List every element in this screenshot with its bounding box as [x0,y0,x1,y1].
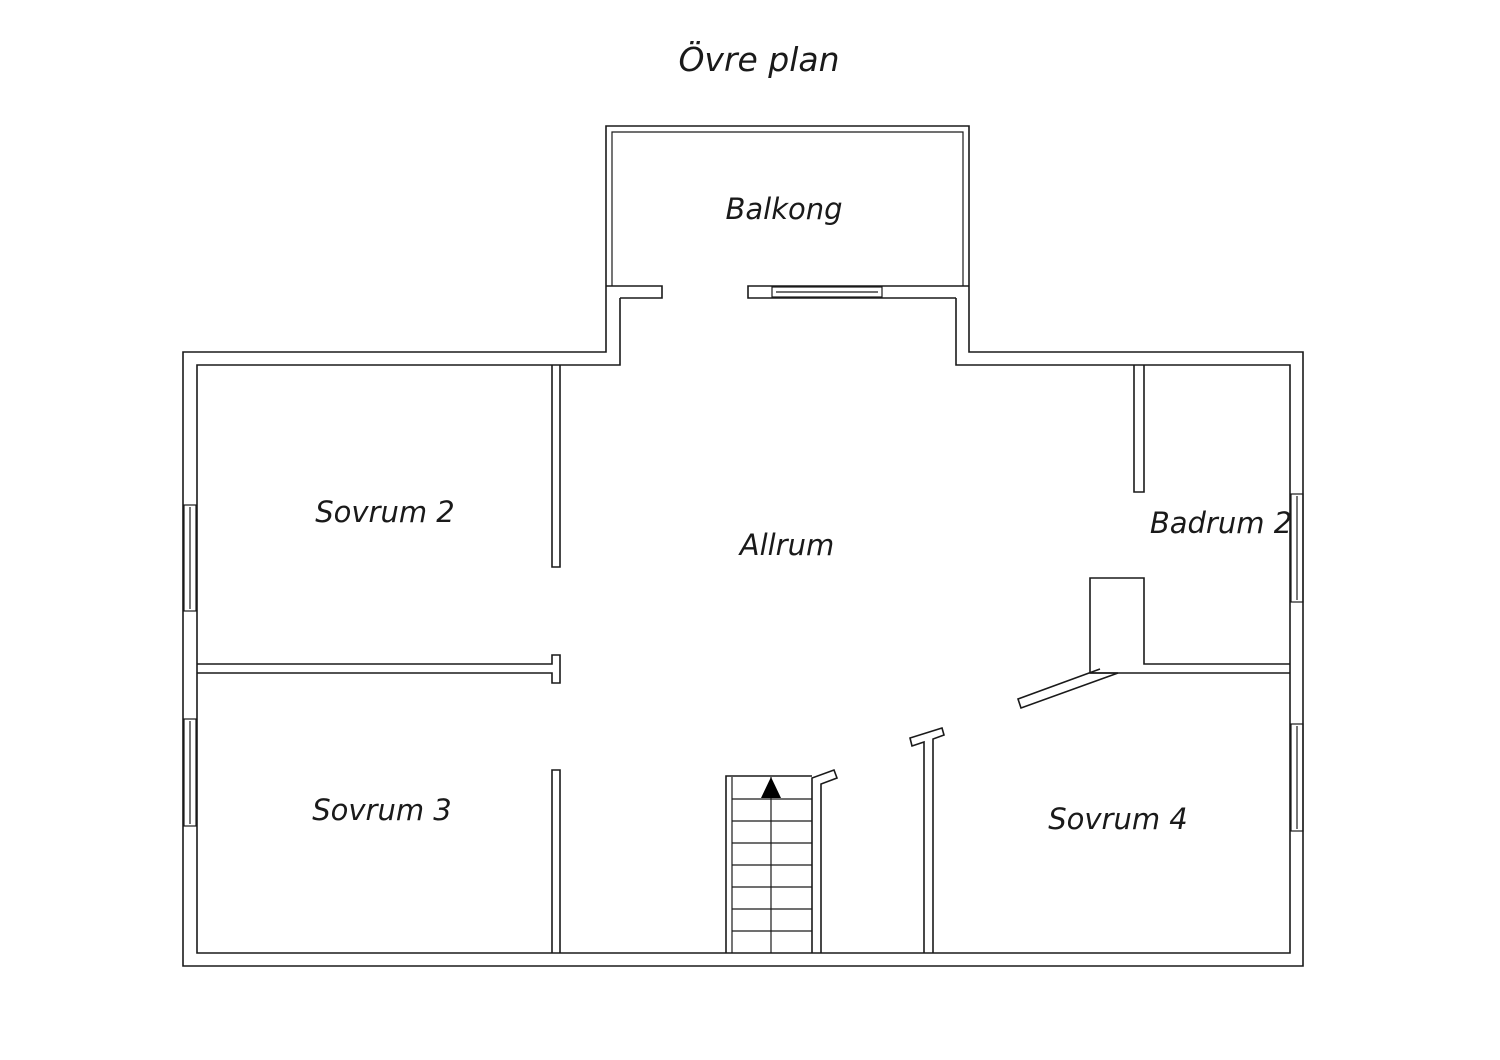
balcony-door [771,286,883,298]
room-label-bedroom-2: Sovrum 2 [315,495,455,529]
window-bedroom-4 [1290,723,1304,832]
staircase [725,775,812,953]
stair-direction-arrow-icon [761,777,781,798]
room-label-balcony: Balkong [725,192,842,226]
window-bedroom-3 [183,718,197,827]
room-label-bedroom-3: Sovrum 3 [312,793,452,827]
outer-walls [182,285,1304,967]
room-label-bedroom-4: Sovrum 4 [1048,802,1188,836]
interior-walls [197,365,1290,953]
window-bathroom-2 [1290,493,1304,603]
room-label-bathroom-2: Badrum 2 [1150,506,1292,540]
balcony-outline [605,125,970,286]
plan-title: Övre plan [678,39,839,79]
window-bedroom-2 [183,504,197,612]
room-label-living-room: Allrum [738,528,835,562]
